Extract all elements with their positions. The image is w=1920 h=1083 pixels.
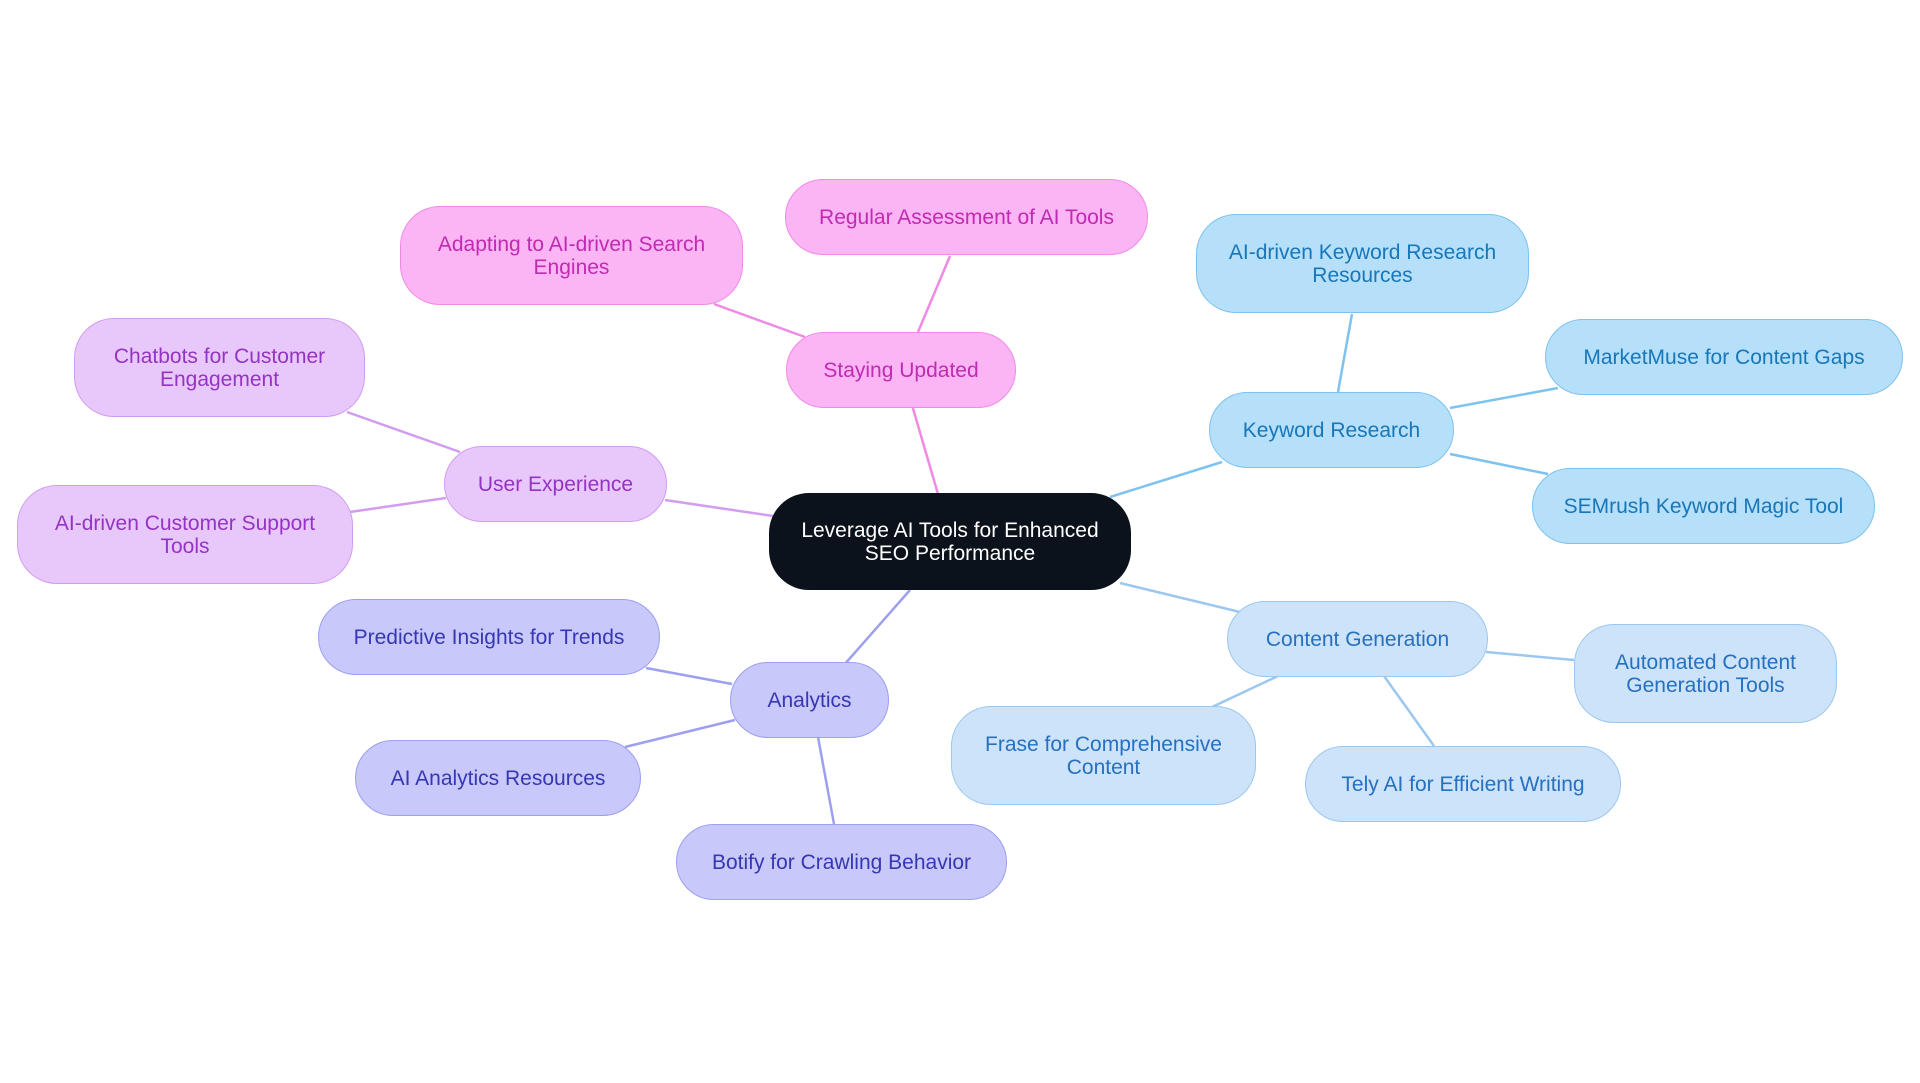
edge-center-staying-updated (910, 404, 940, 495)
central-topic-node: Leverage AI Tools for Enhanced SEO Perfo… (769, 493, 1131, 590)
branch-node-user-experience: User Experience (444, 446, 667, 522)
edge-center-keyword-research (1109, 460, 1223, 499)
central-topic-label: Leverage AI Tools for Enhanced SEO Perfo… (801, 518, 1099, 565)
edge-keyword-semrush (1449, 452, 1549, 476)
leaf-node-botify: Botify for Crawling Behavior (676, 824, 1007, 900)
edge-updated-adapting (713, 302, 806, 339)
edge-analytics-botify (816, 736, 836, 825)
branch-node-keyword-research: Keyword Research (1209, 392, 1454, 468)
leaf-node-ai-driven-keyword-research: AI-driven Keyword Research Resources (1196, 214, 1529, 313)
edge-center-user-experience (664, 498, 774, 518)
edge-keyword-ai-driven (1336, 313, 1354, 393)
leaf-node-ai-customer-support: AI-driven Customer Support Tools (17, 485, 353, 584)
leaf-node-automated-content: Automated Content Generation Tools (1574, 624, 1837, 723)
leaf-node-ai-analytics-resources: AI Analytics Resources (355, 740, 641, 816)
leaf-node-adapting-to-ai-search: Adapting to AI-driven Search Engines (400, 206, 743, 305)
leaf-node-semrush: SEMrush Keyword Magic Tool (1532, 468, 1875, 544)
leaf-node-regular-assessment: Regular Assessment of AI Tools (785, 179, 1148, 255)
edge-ux-support (349, 496, 447, 514)
leaf-node-marketmuse: MarketMuse for Content Gaps (1545, 319, 1903, 395)
edge-center-content-generation (1119, 581, 1241, 614)
edge-center-analytics (843, 589, 911, 666)
leaf-node-frase: Frase for Comprehensive Content (951, 706, 1256, 805)
branch-node-content-generation: Content Generation (1227, 601, 1488, 677)
branch-node-staying-updated: Staying Updated (786, 332, 1016, 408)
leaf-node-predictive-insights: Predictive Insights for Trends (318, 599, 660, 675)
edge-content-automated (1485, 650, 1575, 662)
edge-analytics-resources (624, 718, 736, 749)
leaf-node-tely-ai: Tely AI for Efficient Writing (1305, 746, 1621, 822)
edge-ux-chatbots (346, 410, 461, 454)
edge-content-frase (1209, 674, 1279, 710)
edge-keyword-marketmuse (1449, 386, 1559, 410)
leaf-node-chatbots: Chatbots for Customer Engagement (74, 318, 365, 417)
edge-content-tely (1382, 675, 1436, 747)
edge-analytics-predictive (645, 666, 733, 686)
edge-updated-assessment (916, 255, 952, 333)
branch-node-analytics: Analytics (730, 662, 889, 738)
